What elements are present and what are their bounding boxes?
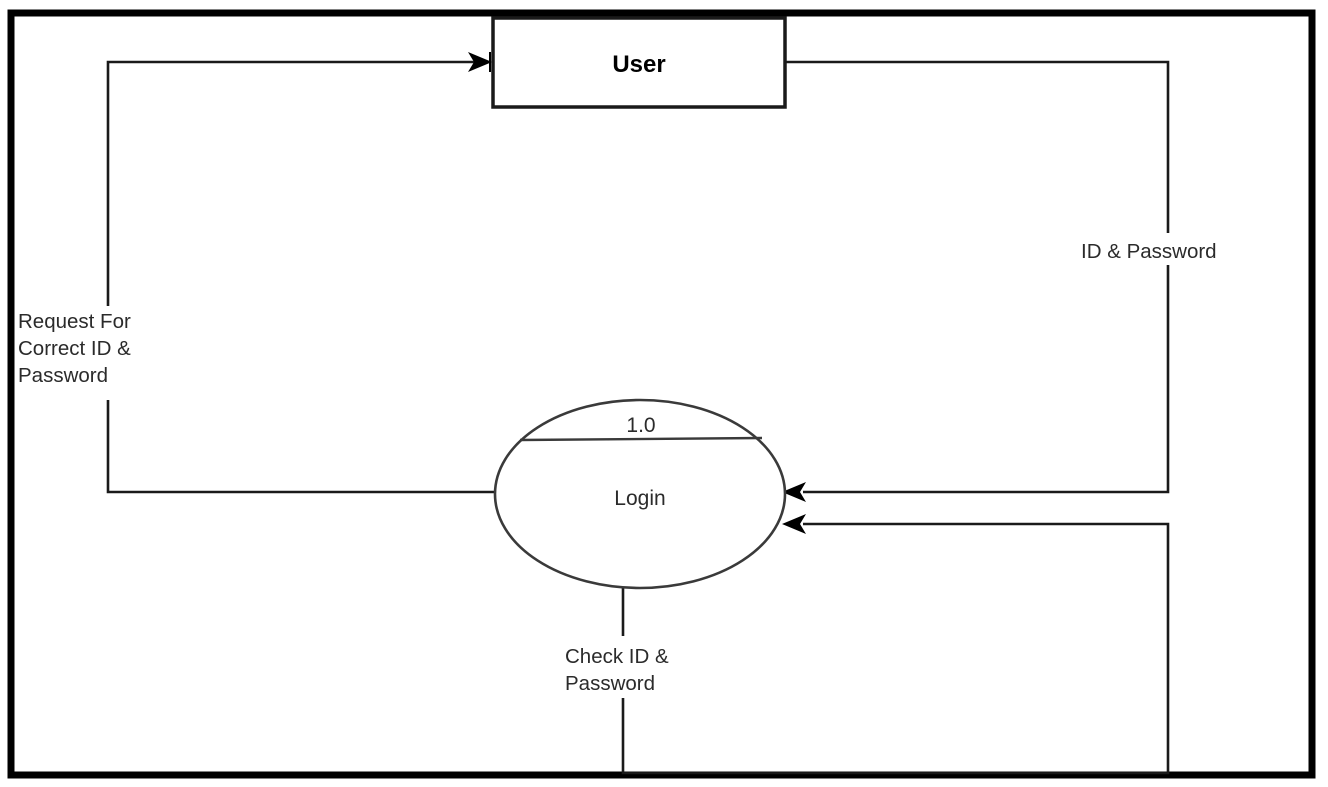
label-id-password: ID & Password (1078, 233, 1286, 265)
user-entity-box[interactable] (491, 16, 787, 109)
login-process-number: 1.0 (626, 414, 655, 437)
label-request-backdrop (16, 306, 176, 400)
node-login-process[interactable]: 1.0 Login (493, 398, 787, 590)
label-request-line-2: Correct ID & (18, 337, 131, 360)
login-process-divider (519, 436, 763, 442)
flow-request-line (106, 60, 497, 494)
arrow-head-into-login-top (782, 482, 806, 502)
label-request-line-3: Password (18, 364, 108, 387)
label-check-id-password: Check ID & Password (562, 636, 732, 698)
label-check-line-1: Check ID & (565, 645, 669, 668)
label-id-password-backdrop (1078, 233, 1286, 265)
login-process-label: Login (614, 487, 665, 510)
flow-id-password-line (786, 60, 1170, 494)
label-request-correct-id-password: Request For Correct ID & Password (16, 306, 176, 400)
label-request-line-1: Request For (18, 310, 131, 333)
flow-id-password (782, 60, 1170, 502)
label-check-line-2: Password (565, 672, 655, 695)
flow-request-correct-id-password (106, 52, 497, 494)
diagram-border (7, 9, 1316, 779)
node-user-entity[interactable]: User (491, 16, 787, 109)
flow-check-line (621, 522, 1170, 775)
flow-check-id-password (621, 514, 1170, 775)
arrow-head-into-login-bottom (782, 514, 806, 534)
label-id-password-text: ID & Password (1081, 240, 1217, 263)
label-check-backdrop (562, 636, 732, 698)
login-process-ellipse[interactable] (493, 398, 787, 590)
user-entity-label: User (612, 51, 665, 78)
arrow-head-into-user (468, 52, 492, 72)
